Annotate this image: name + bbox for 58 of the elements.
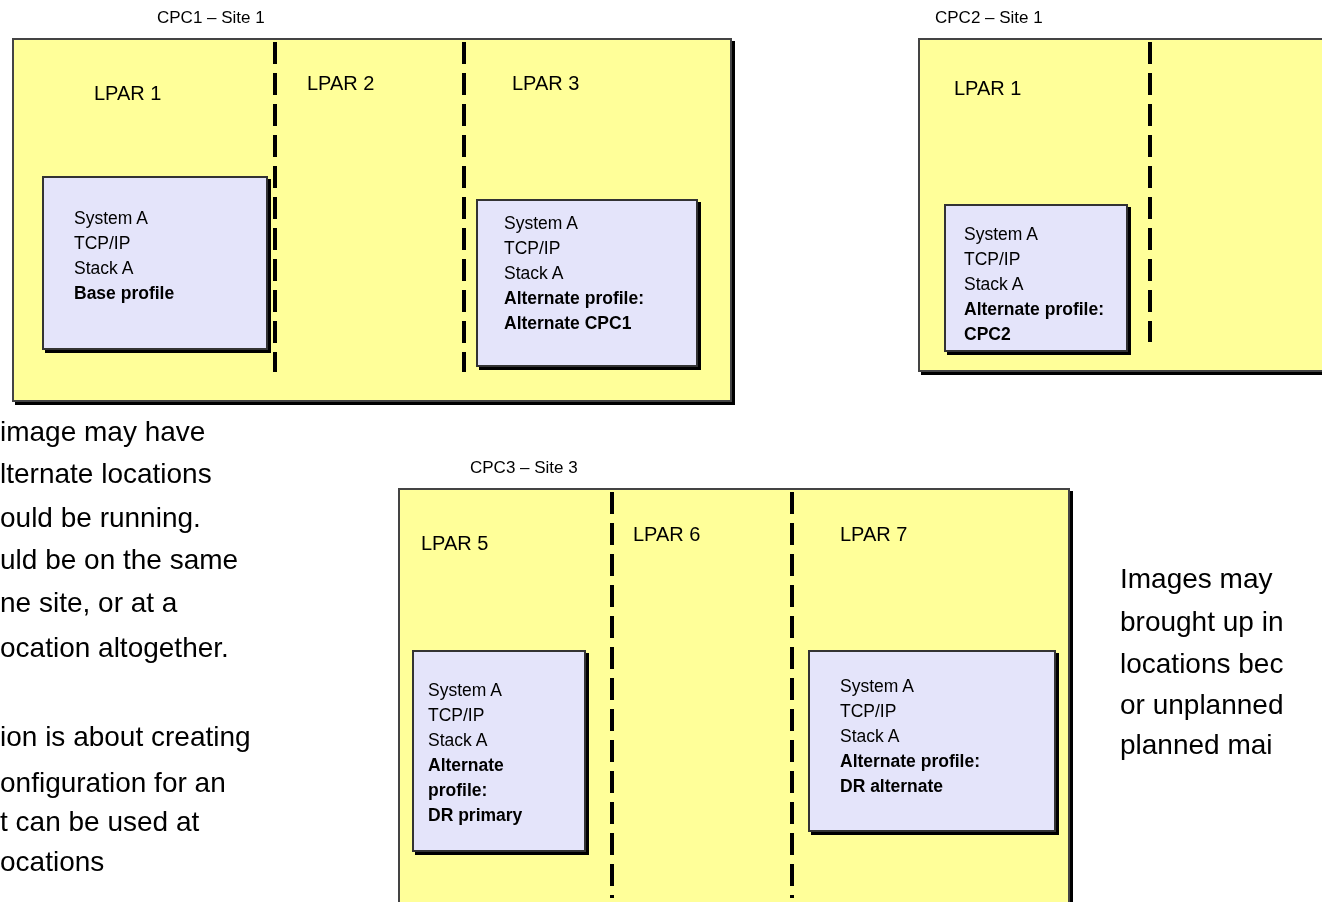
system-text: TCP/IP (840, 700, 897, 723)
partition-label: LPAR 3 (512, 72, 580, 95)
note-text: image may have (0, 416, 206, 448)
note-text: ion is about creating (0, 721, 251, 753)
note-text: ocations (0, 846, 105, 878)
system-box (412, 650, 586, 852)
system-text: System A (964, 223, 1038, 246)
server-title: CPC3 – Site 3 (470, 458, 578, 478)
system-text: TCP/IP (74, 232, 131, 255)
system-text: TCP/IP (504, 237, 561, 260)
server-title: CPC2 – Site 1 (935, 8, 1043, 28)
partition-label: LPAR 7 (840, 523, 908, 546)
note-text: ould be running. (0, 502, 201, 534)
note-text: Images may (1120, 563, 1273, 595)
system-text: Alternate profile: (964, 298, 1105, 321)
note-text: or unplanned (1120, 689, 1284, 721)
system-text: System A (74, 207, 148, 230)
system-box (808, 650, 1056, 832)
note-text: locations bec (1120, 648, 1284, 680)
partition-label: LPAR 1 (954, 77, 1022, 100)
system-text: Alternate profile: (840, 750, 981, 773)
note-text: t can be used at (0, 806, 200, 838)
system-text: Stack A (840, 725, 900, 748)
system-text: Stack A (504, 262, 564, 285)
system-text: Alternate profile: (504, 287, 645, 310)
note-text: onfiguration for an (0, 767, 226, 799)
system-box (944, 204, 1128, 352)
server-box (12, 38, 732, 402)
system-text: TCP/IP (964, 248, 1021, 271)
system-text: Stack A (964, 273, 1024, 296)
system-box (476, 199, 698, 367)
server-box (398, 488, 1070, 902)
note-text: ne site, or at a (0, 587, 178, 619)
system-text: DR alternate (840, 775, 944, 798)
system-text: System A (428, 679, 502, 702)
system-text: Base profile (74, 282, 175, 305)
system-text: System A (504, 212, 578, 235)
partition-label: LPAR 6 (633, 523, 701, 546)
system-text: Stack A (74, 257, 134, 280)
partition-label: LPAR 5 (421, 532, 489, 555)
note-text: ocation altogether. (0, 632, 229, 664)
partition-label: LPAR 1 (94, 82, 162, 105)
system-text: Alternate (428, 754, 504, 777)
system-text: TCP/IP (428, 704, 485, 727)
system-text: Stack A (428, 729, 488, 752)
partition-label: LPAR 2 (307, 72, 375, 95)
note-text: planned mai (1120, 729, 1273, 761)
note-text: lternate locations (0, 458, 212, 490)
system-text: DR primary (428, 804, 523, 827)
note-text: uld be on the same (0, 544, 239, 576)
note-text: brought up in (1120, 606, 1284, 638)
server-title: CPC1 – Site 1 (157, 8, 265, 28)
system-box (42, 176, 268, 350)
system-text: profile: (428, 779, 488, 802)
system-text: CPC2 (964, 323, 1011, 346)
server-box (918, 38, 1322, 372)
system-text: Alternate CPC1 (504, 312, 632, 335)
system-text: System A (840, 675, 914, 698)
